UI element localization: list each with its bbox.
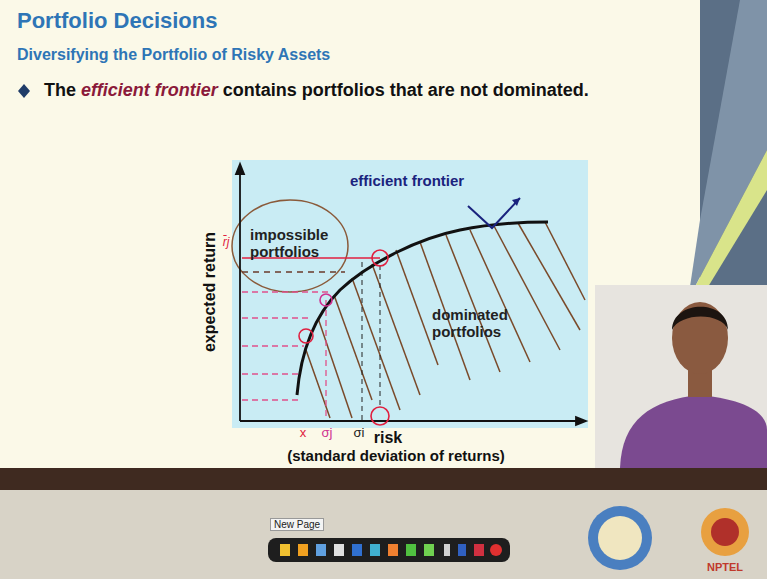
toolbar: [268, 538, 510, 562]
video-frame: [595, 285, 767, 468]
bullet-diamond: [18, 84, 30, 98]
key-term: efficient frontier: [81, 80, 218, 100]
region-label: dominated portfolios: [432, 306, 527, 340]
marked-point: [320, 294, 332, 306]
pointer-arrow: [468, 198, 520, 228]
nptel-logo: [701, 508, 749, 556]
institute-logo: [588, 506, 652, 570]
side-stripe: [688, 150, 767, 300]
nptel-logo: [711, 518, 739, 546]
hand-note: r̄j: [223, 235, 230, 249]
dashed-drop: [380, 265, 381, 408]
slide-title: Portfolio Decisions: [17, 8, 217, 34]
frontier-curve: [297, 222, 548, 395]
axes: [236, 164, 586, 425]
marked-point: [372, 250, 388, 266]
footer-ground: [0, 490, 767, 579]
slide-subtitle: Diversifying the Portfolio of Risky Asse…: [17, 46, 330, 64]
bullet-line: Theefficient frontiercontains portfolios…: [44, 80, 589, 101]
marked-point: [299, 329, 313, 343]
toolbar-icons: [280, 544, 502, 556]
chart-label: efficient frontier: [350, 172, 464, 189]
brown-level: [242, 271, 345, 272]
axis-title: risk: [374, 429, 402, 447]
presenter-head: [672, 302, 728, 374]
side-wedge: [688, 0, 767, 300]
logo-text: NPTEL: [707, 561, 743, 573]
footer-bar: [0, 468, 767, 490]
hand-note: x: [300, 425, 307, 440]
marked-point: [371, 407, 389, 425]
hand-note: σj: [322, 425, 333, 440]
presenter-hair: [672, 307, 728, 330]
bullet-text: contains portfolios that are not dominat…: [223, 80, 589, 100]
bullet-text: The: [44, 80, 76, 100]
presenter-shirt: [620, 395, 767, 468]
hand-note: σi: [354, 425, 365, 440]
dashed-drop: [362, 262, 363, 420]
institute-logo: [598, 516, 642, 560]
axis-title: expected return: [201, 232, 219, 352]
region-label: impossible portfolios: [250, 226, 350, 260]
chart-ground: [232, 160, 588, 428]
dashed-levels: [242, 292, 330, 420]
axis-title: (standard deviation of returns): [287, 447, 505, 464]
tooltip: New Page: [270, 518, 324, 531]
arrow-head: [512, 198, 520, 206]
